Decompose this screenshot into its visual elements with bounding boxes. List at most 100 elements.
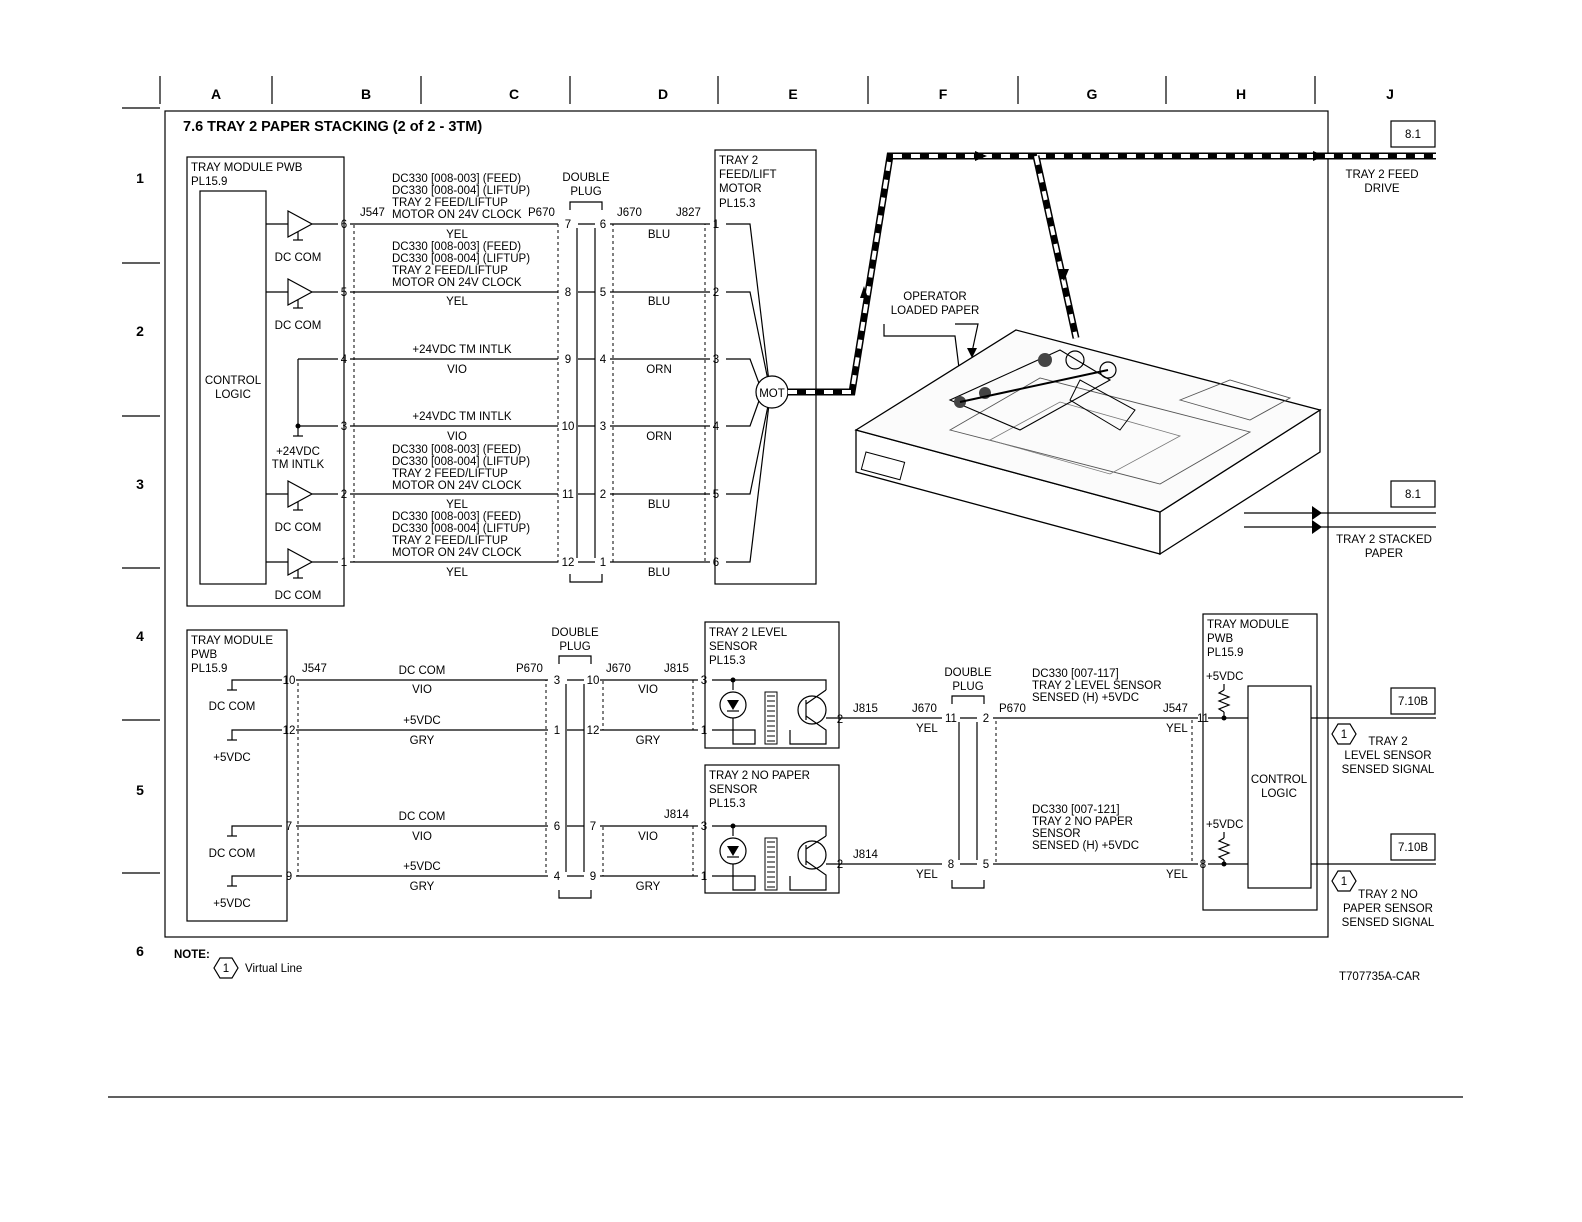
svg-text:DC COM: DC COM: [399, 665, 446, 677]
flow-arrow-up: [860, 286, 868, 298]
no-paper-optocoupler: [712, 823, 846, 891]
conn-p670-2: P670: [516, 663, 543, 675]
svg-text:TRAY 2 LEVEL SENSOR: TRAY 2 LEVEL SENSOR: [1032, 680, 1162, 692]
svg-text:DC COM: DC COM: [209, 701, 256, 713]
svg-text:12: 12: [562, 557, 575, 569]
svg-text:PL15.9: PL15.9: [1207, 647, 1243, 659]
svg-text:6: 6: [554, 821, 560, 833]
motor-circuit: TRAY MODULE PWB PL15.9 CONTROL LOGIC DC …: [186, 149, 817, 607]
svg-text:2: 2: [713, 287, 719, 299]
svg-text:+5VDC: +5VDC: [403, 715, 440, 727]
col-d: D: [658, 86, 668, 102]
p5v-label: +5VDC: [1206, 671, 1243, 683]
row-5: 5: [136, 782, 144, 798]
dc-com-2: DC COM: [275, 320, 322, 332]
col-f: F: [939, 86, 948, 102]
svg-text:PWB: PWB: [1207, 633, 1234, 645]
conn-p670: P670: [528, 207, 555, 219]
wire-color: VIO: [447, 431, 467, 443]
svg-text:VIO: VIO: [412, 684, 432, 696]
svg-text:3: 3: [554, 675, 560, 687]
svg-text:MOTOR ON 24V CLOCK: MOTOR ON 24V CLOCK: [392, 547, 522, 559]
svg-text:TRAY 2 LEVEL: TRAY 2 LEVEL: [709, 627, 788, 639]
wire-color: BLU: [648, 296, 670, 308]
col-a: A: [211, 86, 221, 102]
svg-text:4: 4: [554, 871, 561, 883]
svg-text:9: 9: [286, 871, 292, 883]
row-6: 6: [136, 943, 144, 959]
svg-text:10: 10: [562, 421, 575, 433]
svg-text:12: 12: [587, 725, 600, 737]
conn-j670: J670: [617, 207, 642, 219]
row-2: 2: [136, 323, 144, 339]
svg-text:DC330 [007-117]: DC330 [007-117]: [1032, 668, 1119, 680]
page-title: 7.6 TRAY 2 PAPER STACKING (2 of 2 - 3TM): [183, 119, 482, 135]
svg-text:3: 3: [600, 421, 606, 433]
conn-j670-2: J670: [606, 663, 631, 675]
j547-pin: 4: [341, 354, 348, 366]
signal-label-pin3: +24VDC TM INTLK: [412, 411, 511, 423]
svg-text:DC330 [008-003] (FEED): DC330 [008-003] (FEED): [392, 173, 521, 185]
wire-color: BLU: [648, 567, 670, 579]
nopaper-signal-label: DC330 [007-121] TRAY 2 NO PAPER SENSOR S…: [1032, 804, 1139, 852]
j827-pins: 1 2 3 4 5 6: [713, 219, 720, 569]
svg-text:TRAY 2 FEED/LIFTUP: TRAY 2 FEED/LIFTUP: [392, 265, 508, 277]
svg-text:GRY: GRY: [410, 881, 435, 893]
svg-text:SENSED SIGNAL: SENSED SIGNAL: [1342, 917, 1435, 929]
double-plug-3-label: PLUG: [952, 681, 983, 693]
svg-text:J814: J814: [853, 849, 879, 861]
row-1: 1: [136, 170, 144, 186]
svg-text:DC330 [008-004] (LIFTUP): DC330 [008-004] (LIFTUP): [392, 523, 530, 535]
double-plug-3-label: DOUBLE: [944, 667, 992, 679]
pwb-label-1: TRAY MODULE PWB: [191, 162, 303, 174]
operator-label-2: LOADED PAPER: [891, 305, 980, 317]
wire-color: ORN: [646, 364, 672, 376]
svg-text:1: 1: [713, 219, 719, 231]
driver-pin1: DC COM: [266, 547, 338, 602]
control-logic-2: LOGIC: [215, 389, 251, 401]
column-headers: A B C D E F G H J: [211, 86, 1394, 102]
ref-box-7-10b-b: [1390, 833, 1436, 861]
no-paper-sensor-box: [704, 764, 840, 894]
driver-pin6: DC COM: [266, 209, 338, 264]
dc-com-4: DC COM: [275, 590, 322, 602]
svg-text:6: 6: [713, 557, 719, 569]
svg-text:Virtual Line: Virtual Line: [245, 963, 302, 975]
svg-text:SENSOR: SENSOR: [709, 641, 758, 653]
svg-text:TRAY 2 FEED/LIFTUP: TRAY 2 FEED/LIFTUP: [392, 468, 508, 480]
conn-j547-2: J547: [302, 663, 327, 675]
signal-label-pin5: DC330 [008-003] (FEED) DC330 [008-004] (…: [392, 241, 530, 289]
intlk-label-2: TM INTLK: [272, 459, 325, 471]
svg-text:8: 8: [565, 287, 571, 299]
tray-module-pwb-box-2: [186, 629, 288, 922]
svg-text:7.10B: 7.10B: [1398, 842, 1428, 854]
double-plug-2-label: PLUG: [559, 641, 590, 653]
svg-text:CONTROL: CONTROL: [1251, 774, 1308, 786]
svg-text:+5VDC: +5VDC: [213, 898, 250, 910]
svg-text:DC COM: DC COM: [399, 811, 446, 823]
svg-text:P670: P670: [999, 703, 1026, 715]
svg-text:1: 1: [1341, 729, 1347, 741]
tray-module-pwb-box-3: [1202, 613, 1318, 911]
col-b: B: [361, 86, 371, 102]
svg-text:7.10B: 7.10B: [1398, 696, 1428, 708]
svg-text:DC330 [007-121]: DC330 [007-121]: [1032, 804, 1120, 816]
signal-label-pin1: DC330 [008-003] (FEED) DC330 [008-004] (…: [392, 511, 530, 559]
svg-text:PL15.3: PL15.3: [709, 798, 745, 810]
col-e: E: [788, 86, 797, 102]
svg-text:3: 3: [701, 821, 707, 833]
svg-text:5: 5: [600, 287, 606, 299]
motor-box-label: TRAY 2: [719, 155, 758, 167]
svg-text:TRAY 2 NO: TRAY 2 NO: [1358, 889, 1418, 901]
svg-text:12: 12: [283, 725, 296, 737]
mot-label: MOT: [759, 388, 785, 400]
j547-pin: 1: [341, 557, 347, 569]
row-headers: 1 2 3 4 5 6: [136, 170, 144, 959]
svg-text:TRAY 2 FEED/LIFTUP: TRAY 2 FEED/LIFTUP: [392, 535, 508, 547]
svg-text:2: 2: [837, 859, 843, 871]
p670-pins: 7 8 9 10 11 12: [562, 219, 575, 569]
wire-color: YEL: [446, 567, 468, 579]
operator-label-1: OPERATOR: [903, 291, 966, 303]
conn-j815: J815: [664, 663, 689, 675]
svg-text:11: 11: [562, 489, 574, 501]
